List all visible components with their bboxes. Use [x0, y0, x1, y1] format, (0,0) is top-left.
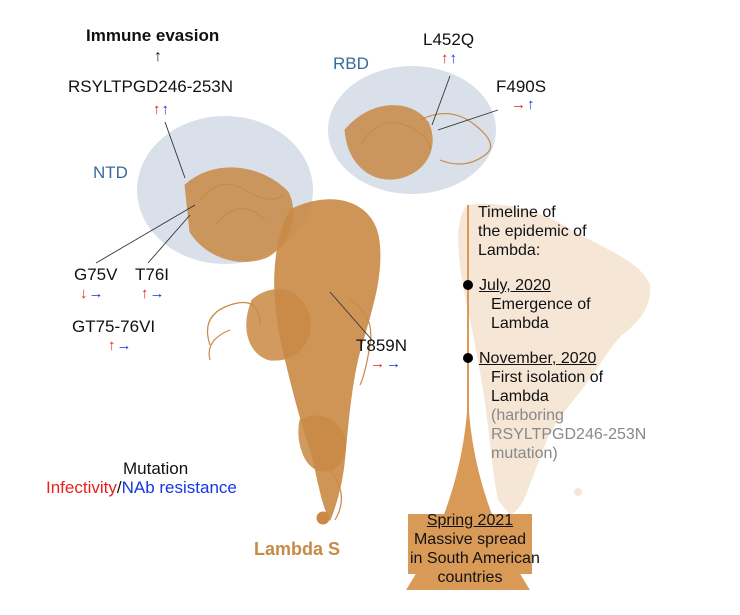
nab-up-arrow-icon: ↑ — [527, 96, 536, 113]
spring-2021-label-box — [408, 514, 532, 574]
map-island — [574, 488, 582, 496]
nab-up-arrow-icon: ↑ — [161, 101, 170, 118]
south-america-map — [458, 203, 651, 515]
event2-note-line3: mutation) — [491, 445, 558, 462]
timeline-event2-date: November, 2020 — [479, 350, 597, 367]
mutation-g75v-label: G75V — [74, 265, 118, 284]
infectivity-right-arrow-icon: → — [511, 96, 527, 113]
mutation-rsyltpgd-label: RSYLTPGD246-253N — [68, 77, 234, 96]
timeline-title: Timeline of the epidemic of Lambda: — [478, 203, 587, 260]
timeline-dot-july-2020 — [463, 280, 473, 290]
leader-lines — [95, 75, 499, 341]
timeline-event2-text: First isolation of Lambda — [491, 368, 603, 406]
infectivity-up-arrow-icon: ↑ — [441, 50, 450, 67]
mutation-f490s-label: F490S — [496, 77, 547, 96]
nab-right-arrow-icon: → — [116, 337, 133, 354]
timeline-event1-text: Emergence of Lambda — [491, 295, 591, 333]
nab-right-arrow-icon: → — [88, 285, 105, 302]
event2-note-line2: RSYLTPGD246-253N — [491, 426, 647, 443]
event3-text-line1: Massive spread — [413, 531, 527, 548]
mutation-t76i-label: T76I — [135, 265, 170, 284]
event3-text-line3: countries — [437, 569, 503, 586]
event2-note-line1: (harboring — [491, 407, 564, 424]
timeline-event3: Spring 2021 Massive spread in South Amer… — [410, 511, 540, 587]
timeline-title-line1: Timeline of — [478, 204, 556, 221]
nab-right-arrow-icon: → — [149, 285, 166, 302]
t76i-effect-arrows: ↑→ — [141, 285, 166, 302]
mutation-l452q-label: L452Q — [423, 30, 475, 49]
infectivity-up-arrow-icon: ↑ — [141, 285, 150, 302]
infectivity-down-arrow-icon: ↓ — [80, 285, 89, 302]
timeline-event1-date: July, 2020 — [479, 277, 551, 294]
timeline-event2-note: (harboring RSYLTPGD246-253N mutation) — [491, 406, 646, 463]
timeline-dot-nov-2020 — [463, 353, 473, 363]
legend-nab-resistance: NAb resistance — [121, 478, 237, 497]
infectivity-right-arrow-icon: → — [370, 355, 386, 372]
event2-text-line2: Lambda — [491, 388, 549, 405]
lambda-s-label: Lambda S — [254, 539, 341, 559]
rsyltpgd-effect-arrows: ↑↑ — [153, 101, 170, 118]
nab-right-arrow-icon: → — [386, 355, 402, 372]
infectivity-up-arrow-icon: ↑ — [153, 101, 162, 118]
event2-text-line1: First isolation of — [491, 369, 604, 386]
f490s-effect-arrows: →↑ — [511, 96, 536, 113]
nab-up-arrow-icon: ↑ — [449, 50, 458, 67]
g75v-effect-arrows: ↓→ — [80, 285, 105, 302]
t859n-effect-arrows: →→ — [370, 355, 402, 372]
timeline-title-line3: Lambda: — [478, 242, 541, 259]
timeline-title-line2: the epidemic of — [478, 223, 587, 240]
event1-text-line2: Lambda — [491, 315, 549, 332]
event1-text-line1: Emergence of — [491, 296, 591, 313]
event3-text-line2: in South American — [410, 550, 540, 567]
legend-row: Infectivity/NAb resistance — [46, 478, 237, 498]
mutation-gt75-76vi-label: GT75-76VI — [72, 317, 156, 336]
protein-ribbon-loops — [199, 113, 492, 521]
infectivity-up-arrow-icon: ↑ — [108, 337, 117, 354]
legend-separator: / — [116, 478, 122, 497]
l452q-effect-arrows: ↑↑ — [441, 50, 458, 67]
up-arrow-icon: ↑ — [154, 48, 162, 65]
timeline-event3-date: Spring 2021 — [426, 512, 514, 529]
mutation-t859n-label: T859N — [356, 336, 408, 355]
ntd-label: NTD — [93, 163, 128, 182]
lambda-s-protein-structure — [184, 105, 433, 525]
gt75-76vi-effect-arrows: ↑→ — [108, 337, 133, 354]
rbd-label: RBD — [333, 54, 369, 73]
legend-infectivity: Infectivity — [46, 478, 117, 497]
legend-title: Mutation — [123, 459, 189, 478]
immune-evasion-title: Immune evasion — [86, 26, 220, 45]
